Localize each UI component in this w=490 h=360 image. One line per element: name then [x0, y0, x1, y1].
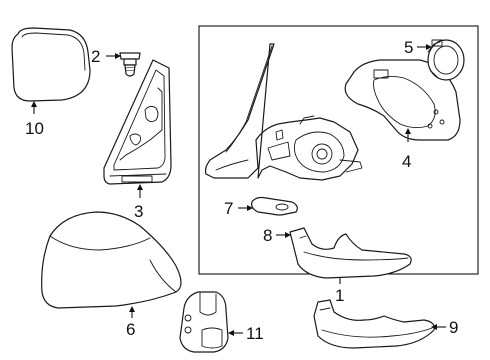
callout-7: 7: [224, 199, 233, 218]
callout-10: 10: [25, 119, 44, 138]
callout-4: 4: [402, 152, 411, 171]
callout-5: 5: [404, 38, 413, 57]
callout-6: 6: [126, 320, 135, 339]
part-mirror-housing-assembly: [204, 43, 363, 181]
part-5-motor: [427, 39, 465, 81]
part-4-mirror-frame: [344, 59, 461, 141]
part-9-lamp: [313, 299, 435, 349]
callout-3: 3: [134, 202, 143, 221]
callout-2: 2: [91, 47, 100, 66]
callout-1: 1: [335, 286, 344, 305]
part-8-turn-signal: [289, 227, 412, 279]
callout-11: 11: [246, 324, 264, 343]
part-10-mirror-glass: [11, 27, 91, 102]
part-11-module: [179, 291, 229, 353]
callout-8: 8: [263, 226, 272, 245]
part-2-screw: [119, 52, 141, 77]
part-3-mirror-base-cover: [103, 59, 172, 185]
callout-9: 9: [449, 318, 458, 337]
part-7-gasket: [251, 196, 298, 216]
part-6-mirror-cap: [41, 211, 182, 309]
